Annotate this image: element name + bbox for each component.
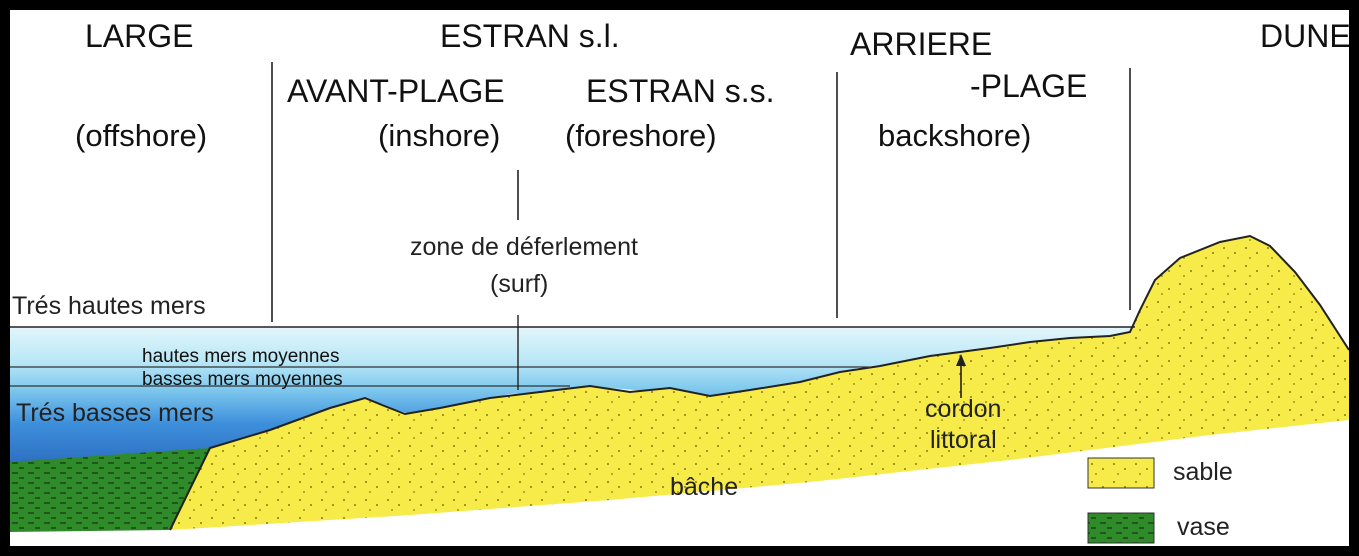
label-arriere: ARRIERE [850,26,993,62]
label-large: LARGE [85,18,194,54]
profile-graphic [10,62,1349,544]
sand-body [170,236,1349,530]
label-foreshore: (foreshore) [565,118,717,153]
label-bache: bâche [670,473,739,501]
sea-water [10,327,1135,465]
label-hautes-mers-moyennes: hautes mers moyennes [142,346,340,367]
mud-layer [10,448,210,532]
legend-vase-label: vase [1177,513,1230,541]
label-estran-ss: ESTRAN s.s. [586,73,775,109]
label-estran-sl: ESTRAN s.l. [440,18,620,54]
label-littoral: littoral [930,426,997,454]
label-cordon: cordon [925,395,1002,423]
label-inshore: (inshore) [378,118,501,153]
label-backshore: backshore) [878,118,1032,153]
label-offshore: (offshore) [75,118,208,153]
label-avant-plage: AVANT-PLAGE [287,73,505,109]
cordon-arrowhead [956,354,966,366]
beach-profile-diagram: LARGE (offshore) ESTRAN s.l. AVANT-PLAGE… [10,10,1349,546]
legend-sable-label: sable [1173,458,1233,486]
label-tres-basses-mers: Trés basses mers [16,399,214,427]
label-surf-zone: zone de déferlement [410,233,638,261]
legend-vase-swatch [1087,512,1155,544]
profile-outline [169,234,1349,531]
label-basses-mers-moyennes: basses mers moyennes [142,369,343,390]
legend-sable-swatch [1087,457,1155,489]
label-surf: (surf) [490,270,549,298]
label-dune: DUNE [1260,18,1349,54]
label-plage: -PLAGE [970,68,1088,104]
label-tres-hautes-mers: Trés hautes mers [12,292,206,320]
